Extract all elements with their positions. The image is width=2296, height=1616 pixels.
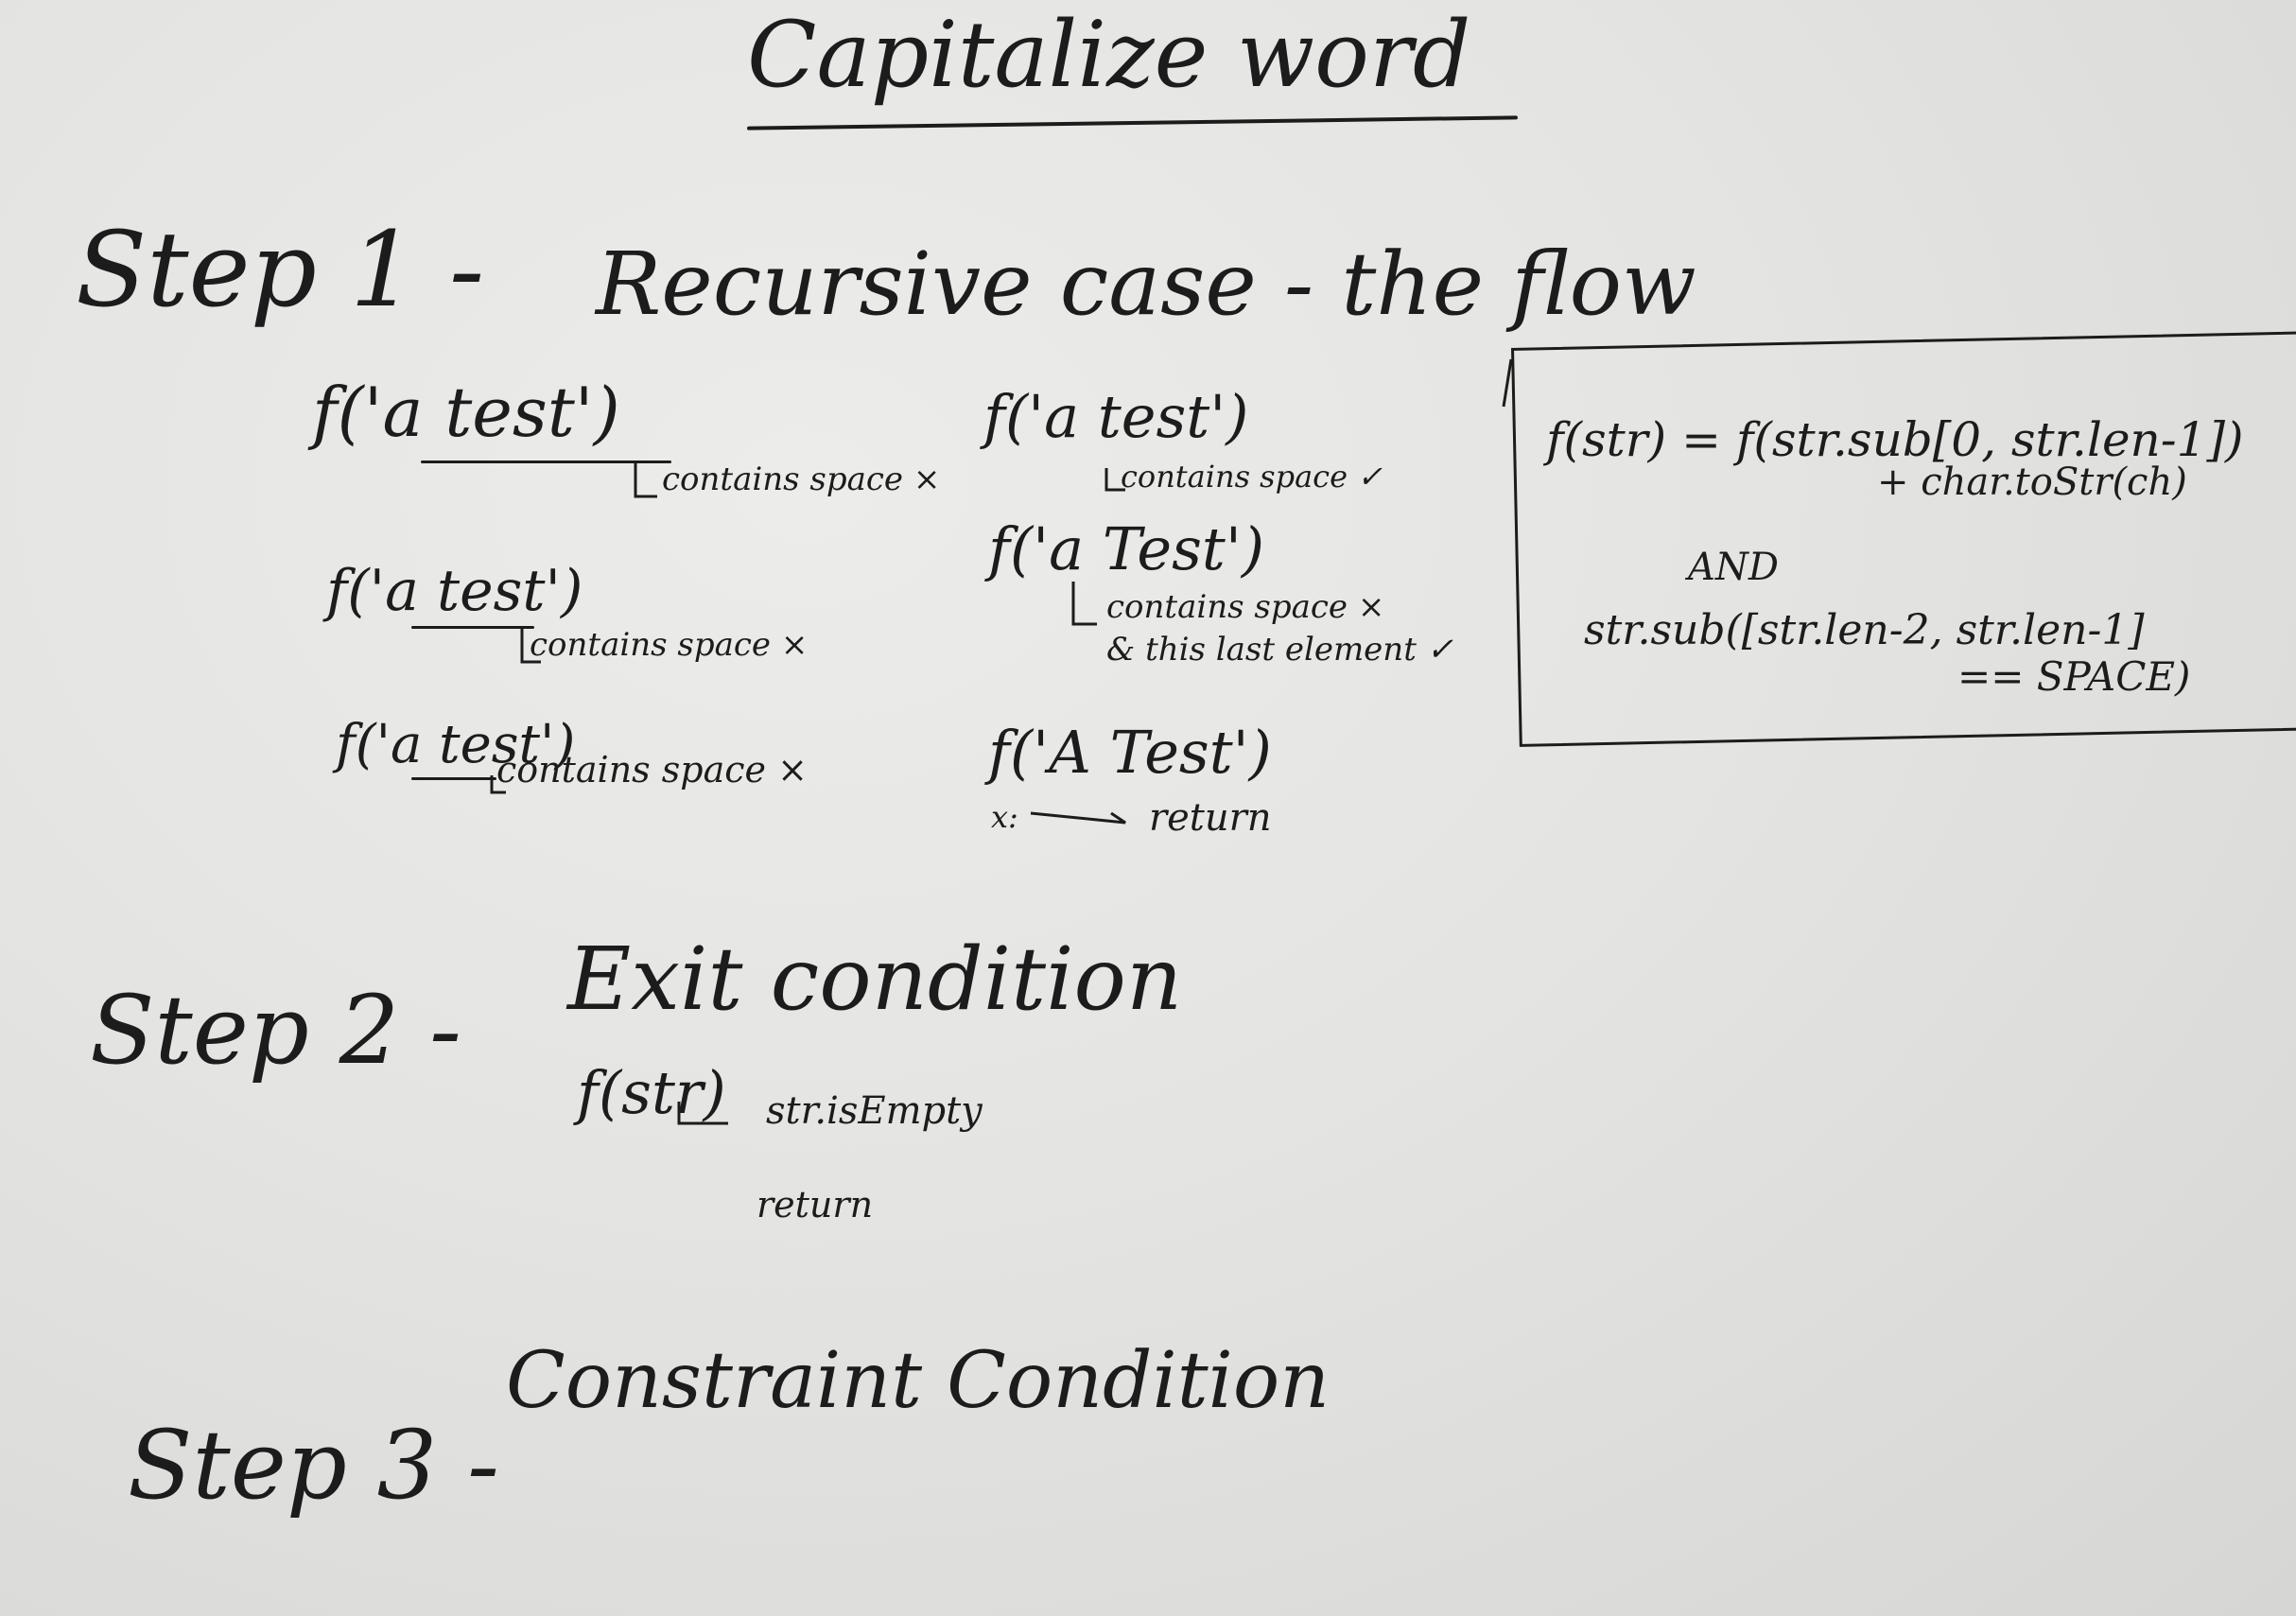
step1-right-call-3: f('A Test') xyxy=(988,718,1272,787)
step1-right-note-3: return xyxy=(1149,796,1272,840)
hook-arrow-icon xyxy=(1030,811,1126,825)
step1-left-call-3: f('a test') xyxy=(336,714,576,775)
hook-arrow-icon xyxy=(634,463,657,498)
step1-left-note-3: contains space × xyxy=(496,749,808,791)
step1-left-brace-1 xyxy=(421,460,671,463)
step1-left-brace-3 xyxy=(411,777,496,780)
step1-right-note-2b: & this last element ✓ xyxy=(1106,631,1454,669)
step1-left-call-2: f('a test') xyxy=(326,558,583,624)
step3-heading: Constraint Condition xyxy=(506,1336,1331,1426)
formula-line-1: f(str) = f(str.sub[0, str.len-1]) xyxy=(1546,412,2244,467)
board-title: Capitalize word xyxy=(747,2,1471,108)
step1-right-call-2: f('a Test') xyxy=(988,514,1265,583)
formula-line-4: == SPACE) xyxy=(1957,653,2191,700)
formula-line-2: + char.toStr(ch) xyxy=(1877,460,2187,504)
step1-right-note-2: contains space × xyxy=(1106,588,1385,626)
step1-left-call-1: f('a test') xyxy=(312,373,620,452)
step2-result: return xyxy=(757,1184,874,1225)
step1-left-note-2: contains space × xyxy=(530,626,809,664)
step1-right-call-1: f('a test') xyxy=(983,382,1249,451)
hook-arrow-icon xyxy=(1105,468,1125,492)
step3-label: Step 3 - xyxy=(128,1410,499,1520)
step1-label: Step 1 - xyxy=(76,209,485,330)
formula-and: AND xyxy=(1688,546,1779,589)
step2-call: f(str) xyxy=(577,1058,726,1127)
step2-heading: Exit condition xyxy=(567,929,1183,1030)
hook-arrow-icon xyxy=(677,1102,728,1125)
step1-left-brace-2 xyxy=(411,626,534,629)
box-bracket-icon xyxy=(1502,358,1513,408)
step2-note: str.isEmpty xyxy=(766,1089,983,1133)
hook-arrow-icon xyxy=(1071,582,1097,626)
step1-heading: Recursive case - the flow xyxy=(596,234,1696,335)
step1-right-prefix-3: x: xyxy=(991,799,1018,835)
step1-right-note-1: contains space ✓ xyxy=(1121,459,1383,495)
hook-arrow-icon xyxy=(490,775,506,794)
formula-line-3: str.sub([str.len-2, str.len-1] xyxy=(1584,606,2145,654)
hook-arrow-icon xyxy=(520,629,541,664)
step2-label: Step 2 - xyxy=(90,975,461,1086)
step1-left-note-1: contains space × xyxy=(662,460,941,498)
